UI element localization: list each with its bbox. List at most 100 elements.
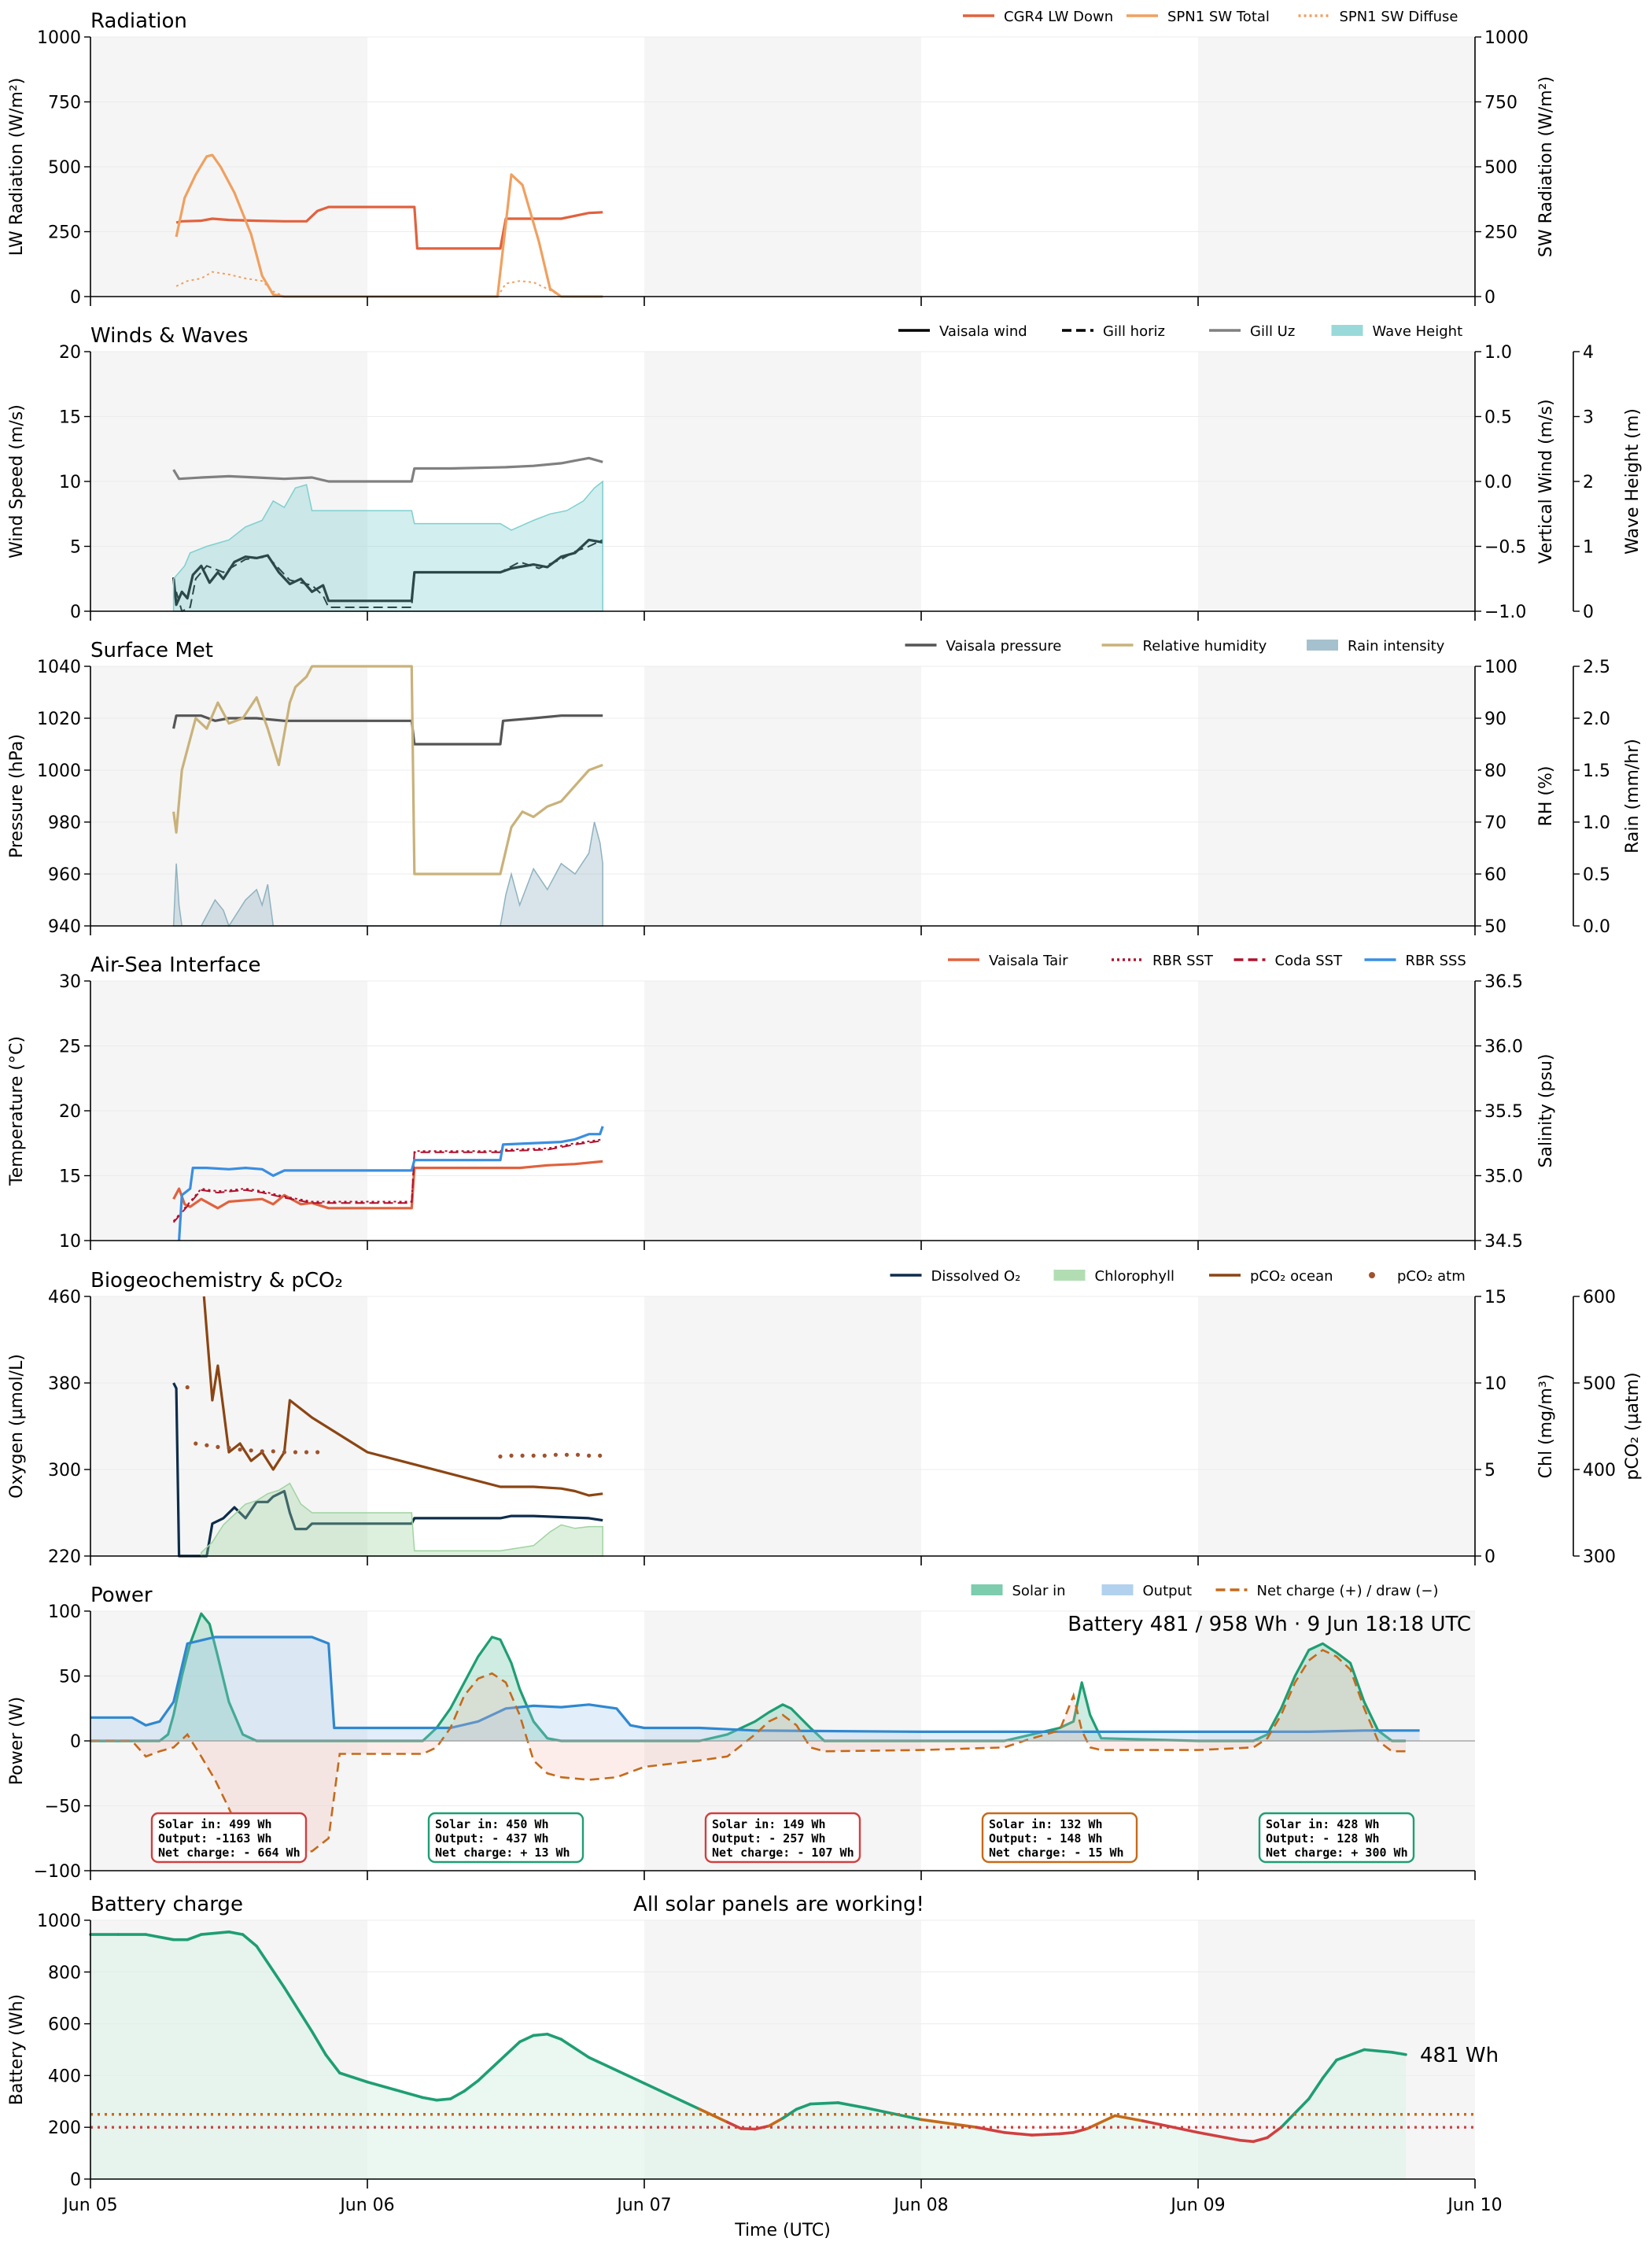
x-tick-label: Jun 08 [892, 2196, 948, 2215]
y-tick-label: 460 [48, 1288, 81, 1307]
y3-tick-label: 2 [1583, 473, 1594, 492]
y-tick-label: −50 [45, 1798, 81, 1817]
y2-axis-label: Salinity (psu) [1536, 1054, 1556, 1168]
daily-summary-output: Output: - 437 Wh [435, 1831, 549, 1846]
data-point [260, 1449, 264, 1454]
series-segment [975, 2126, 1006, 2134]
y2-tick-label: 36.5 [1484, 972, 1523, 992]
legend-label: SPN1 SW Total [1167, 9, 1270, 25]
series-segment [337, 2071, 369, 2084]
series-segment [393, 2088, 425, 2100]
legend-label: Coda SST [1275, 953, 1344, 969]
y2-tick-label: 36.0 [1484, 1038, 1523, 1057]
series-segment [1031, 2132, 1061, 2137]
series-segment [1363, 2048, 1394, 2054]
y3-tick-label: 400 [1583, 1461, 1616, 1481]
series-segment [463, 2079, 480, 2093]
panel-title: Surface Met [90, 639, 213, 662]
series-segment [725, 2120, 743, 2130]
data-point [238, 1447, 242, 1452]
series-line-1 [175, 539, 603, 612]
series-segment [1141, 2119, 1200, 2134]
data-point [227, 1445, 231, 1451]
daily-summary-box [1258, 1812, 1415, 1864]
series-segment [1113, 2114, 1145, 2122]
series-area-1 [90, 1637, 1420, 1741]
y-tick-label: 50 [59, 1668, 81, 1687]
legend-label: Solar in [1012, 1583, 1066, 1599]
y3-axis-label: Wave Height (m) [1623, 408, 1643, 555]
series-segment [476, 2053, 507, 2082]
y-tick-label: 1000 [37, 761, 81, 781]
y-tick-label: 0 [70, 603, 81, 622]
series-segment [518, 2034, 536, 2044]
y3-tick-label: 500 [1583, 1374, 1616, 1394]
y2-tick-label: 100 [1484, 658, 1517, 677]
series-segment [255, 1945, 286, 1989]
y3-tick-label: 4 [1583, 343, 1594, 363]
data-point [498, 1454, 503, 1459]
series-line-1 [172, 1138, 603, 1222]
legend-label: SPN1 SW Diffuse [1340, 9, 1458, 25]
series-segment [920, 2118, 979, 2129]
data-point [598, 1453, 603, 1458]
y-tick-label: 500 [48, 158, 81, 178]
y2-tick-label: 1.0 [1484, 343, 1512, 363]
daily-summary-solar: Solar in: 132 Wh [989, 1817, 1103, 1831]
y2-tick-label: 750 [1484, 94, 1517, 113]
daily-summary-solar: Solar in: 499 Wh [158, 1817, 272, 1831]
data-point [194, 1441, 198, 1446]
x-tick-label: Jun 05 [61, 2196, 117, 2215]
legend-swatch [1053, 1270, 1086, 1281]
legend-swatch [1101, 1584, 1134, 1595]
data-point [249, 1448, 253, 1453]
legend-label: Rain intensity [1348, 638, 1445, 655]
y3-tick-label: 0 [1583, 603, 1594, 622]
y-tick-label: 940 [48, 917, 81, 937]
y-tick-label: 960 [48, 865, 81, 885]
y-tick-label: 25 [59, 1038, 81, 1057]
y2-axis-label: SW Radiation (W/m²) [1536, 76, 1556, 257]
y-tick-label: 0 [70, 1732, 81, 1752]
y-tick-label: 0 [70, 288, 81, 308]
series-segment [1390, 2050, 1407, 2056]
series-segment [864, 2106, 923, 2122]
y-tick-label: 1020 [37, 710, 81, 729]
y-tick-label: 30 [59, 972, 81, 992]
data-point [575, 1452, 581, 1457]
y2-tick-label: 10 [1484, 1374, 1506, 1394]
series-line-2 [172, 1140, 603, 1223]
series-segment [366, 2080, 397, 2092]
y-tick-label: 980 [48, 813, 81, 833]
legend-label: RBR SSS [1406, 953, 1466, 969]
y-tick-label: −100 [34, 1862, 81, 1882]
daily-summary-output: Output: - 128 Wh [1266, 1831, 1380, 1846]
series-segment [1252, 2136, 1269, 2144]
y2-axis-label: Chl (mg/m³) [1536, 1374, 1556, 1479]
y-axis-label: Battery (Wh) [7, 1994, 27, 2105]
legend-swatch [1369, 1272, 1375, 1278]
legend-swatch [1307, 640, 1338, 651]
data-point [531, 1453, 536, 1458]
y-tick-label: 100 [48, 1602, 81, 1622]
series-segment [448, 2089, 466, 2100]
panel-title: Power [90, 1584, 153, 1607]
y2-tick-label: 0.0 [1484, 473, 1512, 492]
y-tick-label: 0 [70, 2170, 81, 2190]
night-band [1198, 666, 1475, 926]
daily-summary-solar: Solar in: 149 Wh [712, 1817, 826, 1831]
daily-summary-box [704, 1812, 861, 1864]
y2-axis-label: RH (%) [1536, 766, 1556, 827]
series-segment [504, 2040, 522, 2056]
data-point [553, 1452, 558, 1457]
y2-tick-label: 15 [1484, 1288, 1506, 1307]
series-segment [587, 2056, 646, 2085]
series-segment [241, 1933, 259, 1948]
y-tick-label: 10 [59, 1232, 81, 1252]
y2-tick-label: 5 [1484, 1461, 1495, 1481]
y2-tick-label: 60 [1484, 865, 1506, 885]
data-point [282, 1450, 286, 1455]
